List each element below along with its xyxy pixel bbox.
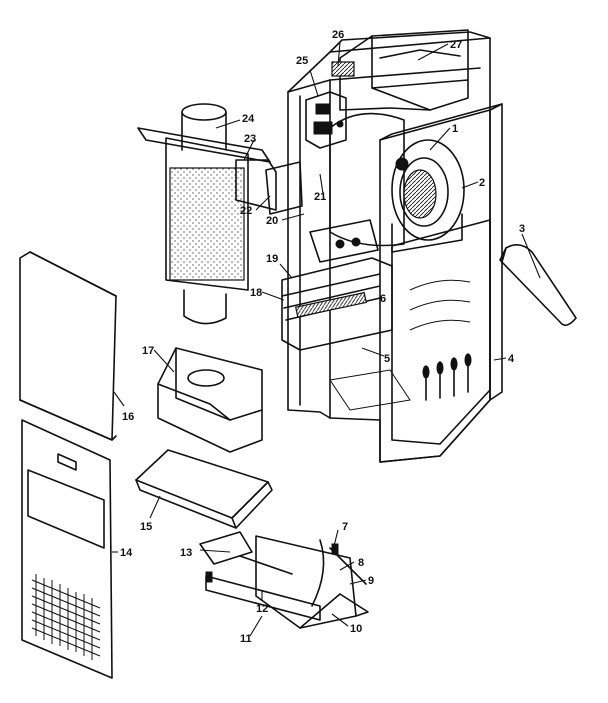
callout-21: 21	[314, 191, 326, 203]
callout-15: 15	[140, 521, 152, 533]
blower-assembly	[329, 112, 465, 253]
louver-grille	[31, 574, 101, 660]
callout-20: 20	[266, 215, 278, 227]
callout-7: 7	[342, 521, 348, 533]
callout-3: 3	[519, 223, 525, 235]
callout-18: 18	[250, 287, 262, 299]
callout-16: 16	[122, 411, 134, 423]
return-air-collar	[157, 347, 263, 453]
lower-door-panel	[21, 419, 113, 679]
upper-door-panel	[19, 251, 117, 441]
callout-25: 25	[296, 55, 308, 67]
callout-27: 27	[450, 39, 462, 51]
callout-2: 2	[479, 177, 485, 189]
callout-labels: 1 2 3 4 5 6 7 8 9 10 11 12 13 14 15 16 1…	[120, 29, 525, 645]
filter-tray	[135, 449, 273, 529]
callout-26: 26	[332, 29, 344, 41]
callout-5: 5	[384, 353, 390, 365]
callout-17: 17	[142, 345, 154, 357]
callout-8: 8	[358, 557, 364, 569]
bottom-rail-assembly	[199, 531, 369, 629]
callout-10: 10	[350, 623, 362, 635]
blower-door-panel	[379, 103, 503, 463]
callout-24: 24	[242, 113, 255, 125]
control-box	[305, 91, 347, 149]
top-flue-box	[331, 29, 469, 111]
leader-lines	[112, 41, 541, 637]
side-panel	[499, 244, 577, 326]
callout-1: 1	[452, 123, 458, 135]
burner-assembly	[281, 219, 393, 351]
callout-4: 4	[508, 353, 515, 365]
callout-11: 11	[240, 633, 252, 645]
callout-9: 9	[368, 575, 374, 587]
callout-19: 19	[266, 253, 278, 265]
callout-23: 23	[244, 133, 256, 145]
vent-pipe-assembly	[137, 103, 303, 325]
callout-22: 22	[240, 205, 252, 217]
callout-13: 13	[180, 547, 192, 559]
callout-14: 14	[120, 547, 133, 559]
callout-12: 12	[256, 603, 268, 615]
callout-6: 6	[380, 293, 386, 305]
heat-exchanger	[329, 219, 491, 445]
